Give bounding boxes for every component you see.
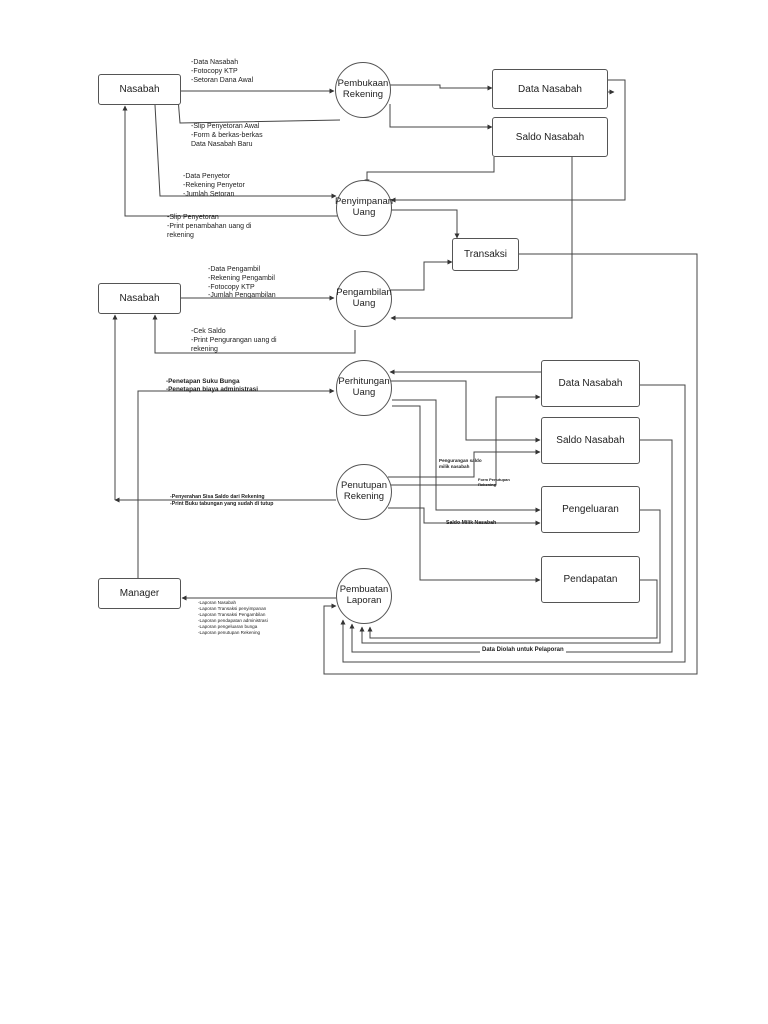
process-pengambilan-uang: Pengambilan Uang xyxy=(336,271,392,327)
label-line: -Penetapan Suku Bunga xyxy=(166,378,240,385)
store-pendapatan: Pendapatan xyxy=(541,556,640,603)
label-line: -Rekening Pengambil xyxy=(208,274,275,282)
entity-nasabah-1: Nasabah xyxy=(98,74,181,105)
label-pengambilan-out: -Cek Saldo -Print Pengurangan uang di re… xyxy=(191,328,277,354)
flow-penyimpanan-nasabah xyxy=(122,105,340,217)
flow-saldo-penyimpanan xyxy=(364,157,495,185)
label-line: -Print Pengurangan uang di xyxy=(191,336,277,344)
label-line: -Print Buku tabungan yang sudah di tutup xyxy=(170,501,274,508)
flow-pembukaan-nasabah xyxy=(175,97,341,124)
flow-saldo2-laporan xyxy=(349,439,673,653)
label-line: -Fotocopy KTP xyxy=(191,67,238,75)
label-line: -Laporan Nasabah xyxy=(198,600,237,605)
label-line: -Cek Saldo xyxy=(191,328,226,335)
label-line: -Slip Penyetoran xyxy=(167,214,219,221)
label-pengurangan-saldo: Pengurangan saldo milik nasabah xyxy=(439,458,482,470)
store-transaksi: Transaksi xyxy=(452,238,519,271)
label-line: -Setoran Dana Awal xyxy=(191,76,254,84)
flow-penutupan-saldo2 xyxy=(388,449,541,478)
label-penyimpanan-in: -Data Penyetor -Rekening Penyetor -Jumla… xyxy=(183,173,245,199)
label-line: -Data Pengambil xyxy=(208,266,261,273)
label-pembukaan-out: -Slip Penyetoran Awal -Form & berkas-ber… xyxy=(191,123,263,149)
label-line: rekening xyxy=(191,345,218,353)
process-pembukaan-rekening: Pembukaan Rekening xyxy=(335,62,391,118)
flow-pengeluaran-laporan xyxy=(359,509,661,644)
label-pengambilan-in: -Data Pengambil -Rekening Pengambil -Fot… xyxy=(208,266,276,301)
label-line: -Laporan penutupan Rekening xyxy=(198,629,261,635)
flow-penutupan-datanasabah2 xyxy=(388,394,541,486)
entity-nasabah-2: Nasabah xyxy=(98,283,181,314)
label-saldo-milik: Saldo Milik Nasabah xyxy=(446,520,497,526)
flow-datanasabah-penyimpanan xyxy=(390,79,626,203)
label-line: -Form & berkas-berkas xyxy=(191,131,263,139)
label-form-penutupan: Form Penutupan Rekening xyxy=(478,477,510,487)
process-penutupan-rekening: Penutupan Rekening xyxy=(336,464,392,520)
flow-perhitungan-saldo2 xyxy=(386,380,541,443)
label-data-diolah: Data Diolah untuk Pelaporan xyxy=(480,646,566,655)
label-penyimpanan-out: -Slip Penyetoran -Print penambahan uang … xyxy=(167,214,251,240)
label-line: -Penyerahan Sisa Saldo dari Rekening xyxy=(170,494,265,500)
flow-transaksi-laporan xyxy=(323,253,698,675)
label-line: rekening xyxy=(167,231,194,239)
label-line: -Jumlah Pengambilan xyxy=(208,292,276,300)
process-penyimpanan-uang: Penyimpanan Uang xyxy=(335,180,393,236)
label-line: -Slip Penyetoran Awal xyxy=(191,123,260,130)
label-line: -Data Penyetor xyxy=(183,173,231,180)
label-line: -Laporan Transaksi Pengambilan xyxy=(198,611,266,617)
label-line: Form Penutupan xyxy=(478,477,510,482)
label-line: milik nasabah xyxy=(439,463,470,469)
label-line: -Data Nasabah xyxy=(191,59,239,66)
flow-penutupan-pengeluaran xyxy=(388,507,541,526)
store-data-nasabah-bottom: Data Nasabah xyxy=(541,360,640,407)
flow-datanasabah2-laporan xyxy=(340,384,686,663)
process-pembuatan-laporan: Pembuatan Laporan xyxy=(336,568,392,624)
flow-pendapatan-laporan xyxy=(367,579,658,639)
process-perhitungan-uang: Perhitungan Uang xyxy=(336,360,392,416)
label-penutupan-out: -Penyerahan Sisa Saldo dari Rekening -Pr… xyxy=(170,494,273,508)
flow-perhitungan-pendapatan xyxy=(392,405,541,583)
label-perhitungan-in: -Penetapan Suku Bunga -Penetapan biaya a… xyxy=(166,378,258,394)
label-line: Data Nasabah Baru xyxy=(191,140,253,148)
label-line: -Rekening Penyetor xyxy=(183,181,245,189)
label-line: -Fotocopy KTP xyxy=(208,283,255,291)
label-line: Pengurangan saldo xyxy=(439,458,482,463)
entity-manager: Manager xyxy=(98,578,181,609)
flow-pengambilan-nasabah xyxy=(152,314,356,354)
label-line: -Laporan Transaksi penyimpanan xyxy=(198,605,267,611)
flow-saldo-pengambilan xyxy=(390,157,573,321)
flow-perhitungan-pengeluaran xyxy=(392,399,541,513)
store-data-nasabah-top: Data Nasabah xyxy=(492,69,608,109)
label-pembukaan-in: -Data Nasabah -Fotocopy KTP -Setoran Dan… xyxy=(191,59,253,85)
label-line: Rekening xyxy=(478,482,497,488)
store-saldo-nasabah-bottom: Saldo Nasabah xyxy=(541,417,640,464)
label-line: -Print penambahan uang di xyxy=(167,222,252,230)
flow-penyimpanan-transaksi xyxy=(390,209,460,239)
flow-pengambilan-transaksi xyxy=(386,259,453,291)
label-line: -Jumlah Setoran xyxy=(183,190,235,198)
flow-pembukaan-datanasabah xyxy=(390,84,493,91)
label-line: -Penetapan biaya administrasi xyxy=(166,386,258,393)
store-pengeluaran: Pengeluaran xyxy=(541,486,640,533)
flow-pembukaan-saldo xyxy=(389,104,493,130)
label-line: -Laporan pendapatan administrasi xyxy=(198,617,268,623)
store-saldo-nasabah-top: Saldo Nasabah xyxy=(492,117,608,157)
flow-nasabah-penyimpanan xyxy=(154,104,337,199)
flow-manager-perhitungan xyxy=(137,388,335,578)
label-laporan-list: -Laporan Nasabah -Laporan Transaksi peny… xyxy=(198,600,268,636)
label-line: -Laporan pengeluaran bunga xyxy=(198,623,258,629)
